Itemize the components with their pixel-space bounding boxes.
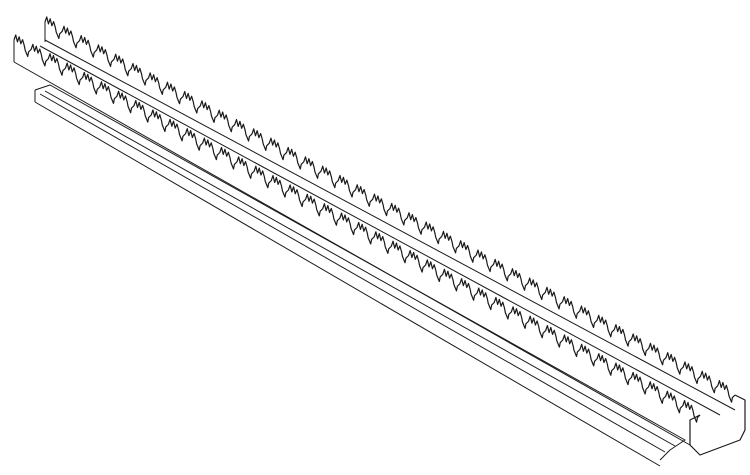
- channel-end-section: [689, 394, 746, 456]
- trough-upper: [34, 84, 686, 461]
- trough-fold-line-2: [44, 90, 676, 447]
- channel-inner-line: [44, 39, 736, 411]
- channel-inner-line-2: [39, 45, 721, 416]
- trough-bottom-edge: [34, 101, 661, 467]
- back-serrated-edge: [44, 16, 736, 403]
- trough-fold-line: [39, 93, 666, 453]
- front-serrated-edge: [13, 34, 701, 423]
